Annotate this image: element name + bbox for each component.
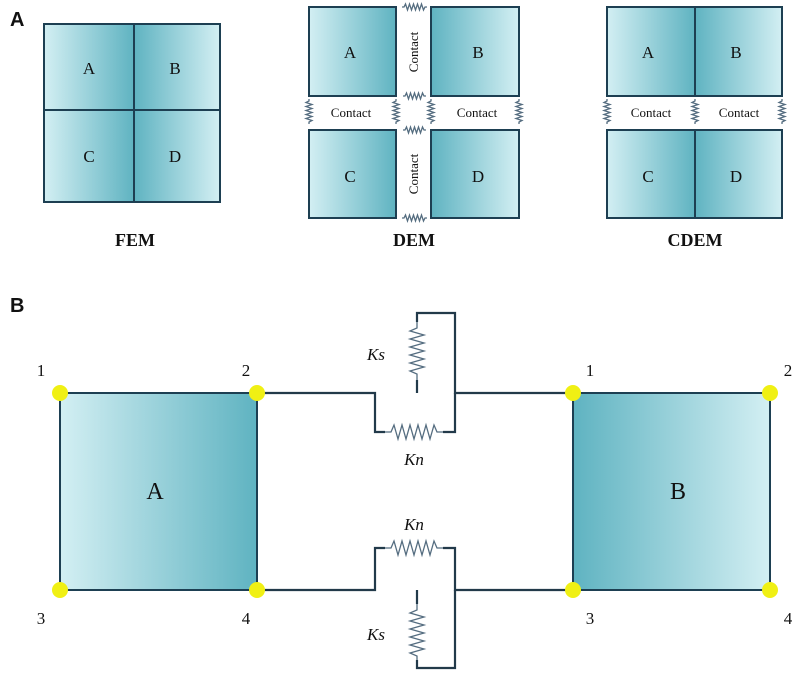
cdem-contact-right: Contact <box>719 105 760 120</box>
fem-label-c: C <box>83 147 94 166</box>
node-label-a2: 2 <box>242 361 251 380</box>
dem-block-a <box>308 6 397 97</box>
fem-block-a <box>43 23 135 111</box>
top-wire-right <box>415 311 573 395</box>
dem-spring-top <box>402 1 427 13</box>
spring-kn-top <box>385 422 443 442</box>
spring-ks-bottom <box>407 604 427 660</box>
cdem-label-c: C <box>642 167 653 186</box>
node-label-a4: 4 <box>242 609 251 628</box>
dem-spring-center-bottom <box>403 124 426 136</box>
label-ks-top: Ks <box>366 345 385 364</box>
block-a <box>59 392 258 591</box>
node-b1 <box>565 385 581 401</box>
cdem-diagram: A B C D Contact Contact <box>601 6 788 219</box>
fem-label-d: D <box>169 147 181 166</box>
top-wire-left <box>257 391 385 434</box>
cdem-label-a: A <box>642 43 655 62</box>
cdem-block-d <box>694 129 783 219</box>
dem-contact-top: Contact <box>406 31 421 72</box>
dem-spring-mid-left <box>390 99 402 124</box>
block-b <box>572 392 771 591</box>
dem-block-c <box>308 129 397 219</box>
dem-label-c: C <box>344 167 355 186</box>
dem-spring-left <box>303 99 315 124</box>
node-label-b4: 4 <box>784 609 793 628</box>
dem-contact-left: Contact <box>331 105 372 120</box>
cdem-label-b: B <box>730 43 741 62</box>
dem-spring-center-top <box>403 90 426 102</box>
fem-block-b <box>133 23 221 111</box>
fem-block-c <box>43 109 135 203</box>
dem-label-a: A <box>344 43 357 62</box>
node-a2 <box>249 385 265 401</box>
cdem-contact-left: Contact <box>631 105 672 120</box>
dem-label-d: D <box>472 167 484 186</box>
node-b3 <box>565 582 581 598</box>
dem-spring-mid-right <box>425 99 437 124</box>
cdem-caption: CDEM <box>668 230 723 250</box>
block-a-label: A <box>146 479 164 505</box>
cdem-label-d: D <box>730 167 742 186</box>
dem-caption: DEM <box>393 230 435 250</box>
fem-caption: FEM <box>115 230 155 250</box>
node-b4 <box>762 582 778 598</box>
dem-diagram: A B C D Contact Contact Contact Contact <box>303 1 525 224</box>
cdem-spring-right <box>776 99 788 124</box>
node-a1 <box>52 385 68 401</box>
dem-spring-right <box>513 99 525 124</box>
panel-label-b: B <box>10 295 24 317</box>
cdem-block-b <box>694 6 783 97</box>
fem-block-d <box>133 109 221 203</box>
cdem-spring-left <box>601 99 613 124</box>
node-label-a3: 3 <box>37 609 46 628</box>
spring-kn-bottom <box>385 538 443 558</box>
node-a4 <box>249 582 265 598</box>
label-kn-top: Kn <box>403 450 424 469</box>
label-ks-bottom: Ks <box>366 625 385 644</box>
dem-spring-bottom <box>402 212 427 224</box>
fem-diagram: A B C D <box>43 23 221 203</box>
node-label-b1: 1 <box>586 361 595 380</box>
fem-label-b: B <box>169 59 180 78</box>
node-label-b2: 2 <box>784 361 793 380</box>
bottom-wire-right <box>443 546 573 592</box>
bottom-frame-tail <box>415 590 457 670</box>
node-label-b3: 3 <box>586 609 595 628</box>
dem-block-b <box>430 6 520 97</box>
node-label-a1: 1 <box>37 361 46 380</box>
contact-connector <box>257 311 573 670</box>
spring-ks-top <box>407 322 427 380</box>
nodes <box>52 385 778 598</box>
block-b-label: B <box>670 479 686 505</box>
node-a3 <box>52 582 68 598</box>
top-frame-right-post <box>443 393 457 434</box>
panel-label-a: A <box>10 9 24 31</box>
label-kn-bottom: Kn <box>403 515 424 534</box>
fem-label-a: A <box>83 59 96 78</box>
dem-label-b: B <box>472 43 483 62</box>
dem-contact-bottom: Contact <box>406 153 421 194</box>
node-b2 <box>762 385 778 401</box>
bottom-wire-left <box>257 546 385 592</box>
dem-block-d <box>430 129 520 219</box>
dem-contact-right: Contact <box>457 105 498 120</box>
cdem-block-a <box>606 6 696 97</box>
cdem-spring-mid <box>689 99 701 124</box>
